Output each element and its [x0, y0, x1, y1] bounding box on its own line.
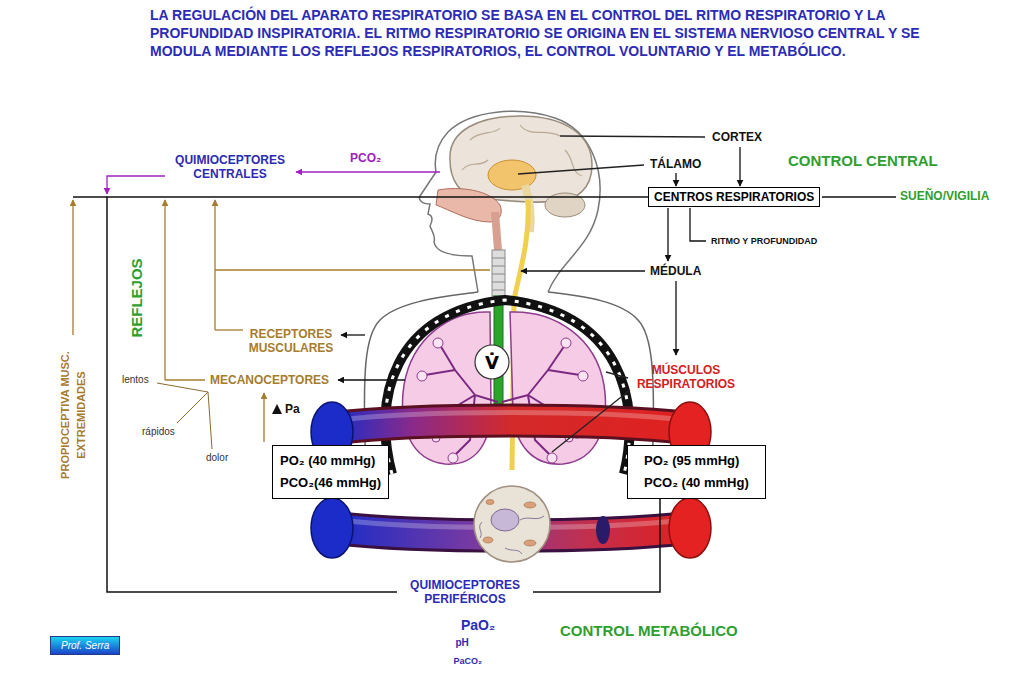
- signal-label: PCO₂: [350, 151, 381, 165]
- structure-label: MÉDULA: [650, 264, 701, 278]
- node-text: PO₂ (95 mmHg): [644, 450, 749, 472]
- receptor-label: MECANOCEPTORES: [210, 373, 329, 387]
- node-text: PCO₂(46 mmHg): [280, 472, 381, 494]
- chest-wall: [385, 300, 629, 474]
- node-text: Prof. Serra: [61, 639, 109, 652]
- reflex-arrow: [214, 200, 215, 330]
- author-button: Prof. Serra: [50, 636, 120, 655]
- leader-line: [552, 390, 630, 452]
- alveoli: [417, 371, 427, 381]
- feedback-line: [73, 196, 107, 197]
- arrow: [521, 270, 645, 271]
- alveoli: [433, 338, 443, 348]
- arrow: [338, 379, 405, 380]
- fan-line: [157, 383, 208, 392]
- reflex-arrow: [72, 200, 73, 335]
- connector-line: [690, 208, 706, 241]
- pressure-arrow: [263, 393, 264, 442]
- torso: [364, 250, 653, 474]
- state-label: SUEÑO/VIGILIA: [900, 189, 989, 203]
- node-text: PCO₂ (40 mmHg): [644, 472, 749, 494]
- alveoli: [448, 453, 458, 463]
- pressure-label: Pa: [285, 402, 300, 416]
- endoplasmic-reticulum: [480, 516, 544, 554]
- section-heading: CONTROL METABÓLICO: [560, 622, 738, 640]
- brain-region-label: CORTEX: [712, 130, 762, 144]
- leader-lines: [73, 136, 896, 452]
- vessel-outline: [335, 421, 688, 429]
- alveoli: [561, 338, 571, 348]
- arrow: [675, 173, 676, 186]
- leader-line: [606, 372, 628, 378]
- receptor-label: RECEPTORES MUSCULARES: [230, 327, 352, 356]
- blood-cell: [596, 516, 610, 544]
- reflex-line: [215, 269, 490, 270]
- function-label: RITMO Y PROFUNDIDAD: [711, 236, 817, 247]
- arterial-gas-box: PO₂ (95 mmHg)PCO₂ (40 mmHg): [627, 445, 766, 499]
- control-center-box: CENTROS RESPIRATORIOS: [648, 187, 820, 207]
- receptor-label: QUIMIOCEPTORES CENTRALES: [164, 153, 296, 182]
- alveoli: [578, 371, 588, 381]
- reflex-arrow: [164, 200, 165, 380]
- fan-line: [208, 392, 212, 449]
- increase-symbol: [272, 404, 282, 414]
- organelles: [486, 500, 494, 505]
- head-outline: [419, 111, 600, 292]
- arrow: [739, 147, 740, 186]
- arterial-chamber: [669, 498, 711, 558]
- organelles: [524, 540, 536, 546]
- pco2-arrow: [296, 171, 440, 172]
- brain: [450, 116, 592, 202]
- pco2-arrow: [107, 176, 165, 194]
- section-heading: CONTROL CENTRAL: [788, 152, 938, 170]
- receptor-type: rápidos: [142, 426, 175, 438]
- node-text: V̇: [485, 352, 499, 373]
- pulmonary-vessel: [335, 421, 688, 429]
- section-heading: REFLEJOS: [127, 258, 145, 337]
- vessel-highlight: [340, 413, 684, 421]
- organelles: [483, 500, 536, 547]
- diagram-title: LA REGULACIÓN DEL APARATO RESPIRATORIO S…: [150, 6, 980, 60]
- leader-line: [518, 165, 644, 174]
- receptor-type: dolor: [206, 452, 228, 464]
- connector-line: [822, 196, 896, 197]
- chest-wall-ribs: [385, 300, 629, 474]
- torso-outline: [364, 292, 653, 470]
- alveoli: [547, 453, 557, 463]
- feedback-connector: [107, 197, 660, 592]
- reflex-line: [215, 329, 243, 330]
- gas-variable: PaCO₂: [454, 656, 483, 667]
- gas-variable: pH: [456, 637, 469, 649]
- organelles: [483, 537, 493, 543]
- arrow: [675, 281, 676, 355]
- arrow: [667, 208, 668, 261]
- tissue-cell: [474, 486, 550, 562]
- cell-nucleus: [491, 509, 519, 531]
- bronchi: [425, 345, 580, 455]
- receptor-type: lentos: [122, 374, 149, 386]
- leader-line: [560, 136, 705, 137]
- node-text: CENTROS RESPIRATORIOS: [654, 188, 814, 206]
- node-text: PO₂ (40 mmHg): [280, 450, 381, 472]
- muscle-label: MÚSCULOS RESPIRATORIOS: [611, 363, 761, 392]
- brain-region-label: TÁLAMO: [650, 157, 701, 171]
- ventilation-circle: V̇: [474, 344, 510, 380]
- venous-gas-box: PO₂ (40 mmHg)PCO₂(46 mmHg): [272, 445, 389, 499]
- venous-chamber: [311, 498, 353, 558]
- gas-variable: PaO₂: [461, 617, 495, 634]
- receptor-label: PROPIOCEPTIVA MUSC. EXTREMIDADES: [57, 340, 89, 490]
- edge-label: QUIMIOCEPTORES PERIFÉRICOS: [397, 578, 533, 606]
- tracheal-ring: [492, 258, 505, 290]
- larynx: [492, 250, 505, 296]
- organelles: [524, 502, 536, 508]
- pharynx: [495, 212, 498, 250]
- reflex-line: [165, 379, 205, 380]
- fan-line: [177, 392, 208, 423]
- circle-outline: [475, 345, 509, 379]
- arrow: [341, 334, 365, 335]
